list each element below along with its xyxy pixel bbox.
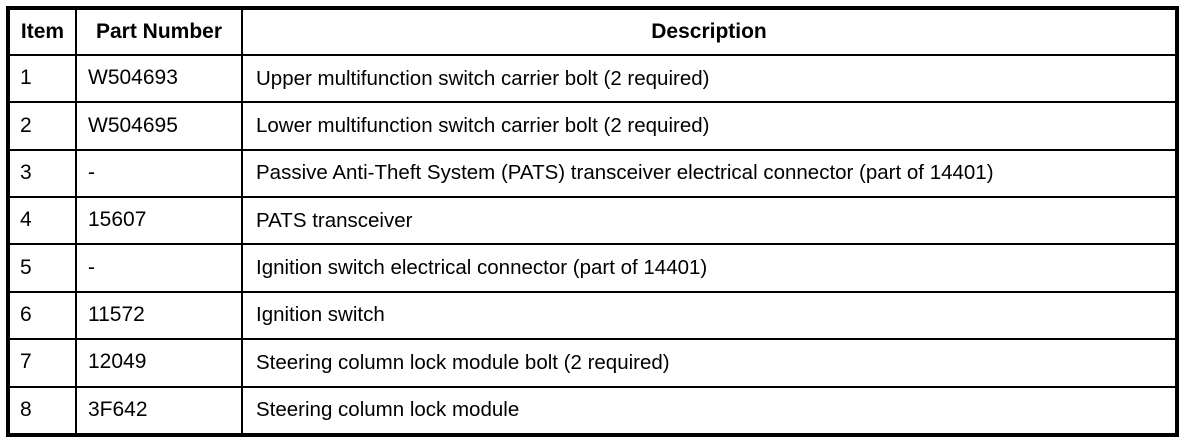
cell-item: 5 (7, 243, 77, 293)
cell-description: PATS transceiver (241, 196, 1178, 246)
cell-description: Lower multifunction switch carrier bolt … (241, 101, 1178, 151)
cell-item: 1 (7, 53, 77, 104)
cell-description: Ignition switch electrical connector (pa… (241, 243, 1178, 293)
cell-part-number: - (75, 243, 243, 293)
cell-item: 7 (7, 338, 77, 388)
column-header-part-number: Part Number (75, 7, 243, 56)
cell-item: 8 (7, 385, 77, 437)
cell-part-number: W504695 (75, 101, 243, 151)
cell-description: Upper multifunction switch carrier bolt … (241, 53, 1178, 104)
cell-description: Passive Anti-Theft System (PATS) transce… (241, 148, 1178, 199)
cell-part-number: 11572 (75, 290, 243, 341)
cell-item: 2 (7, 101, 77, 151)
header-row: Item Part Number Description (7, 7, 1178, 56)
cell-part-number: - (75, 148, 243, 199)
cell-item: 3 (7, 148, 77, 199)
column-header-description: Description (241, 7, 1178, 56)
cell-part-number: 12049 (75, 338, 243, 388)
cell-part-number: 3F642 (75, 385, 243, 437)
table-header: Item Part Number Description (7, 7, 1178, 56)
cell-part-number: 15607 (75, 196, 243, 246)
cell-item: 4 (7, 196, 77, 246)
cell-part-number: W504693 (75, 53, 243, 104)
cell-description: Ignition switch (241, 290, 1178, 341)
table-row: 3-Passive Anti-Theft System (PATS) trans… (7, 148, 1178, 199)
cell-item: 6 (7, 290, 77, 341)
table-row: 5-Ignition switch electrical connector (… (7, 243, 1178, 293)
cell-description: Steering column lock module (241, 385, 1178, 437)
column-header-item: Item (7, 7, 77, 56)
cell-description: Steering column lock module bolt (2 requ… (241, 338, 1178, 388)
